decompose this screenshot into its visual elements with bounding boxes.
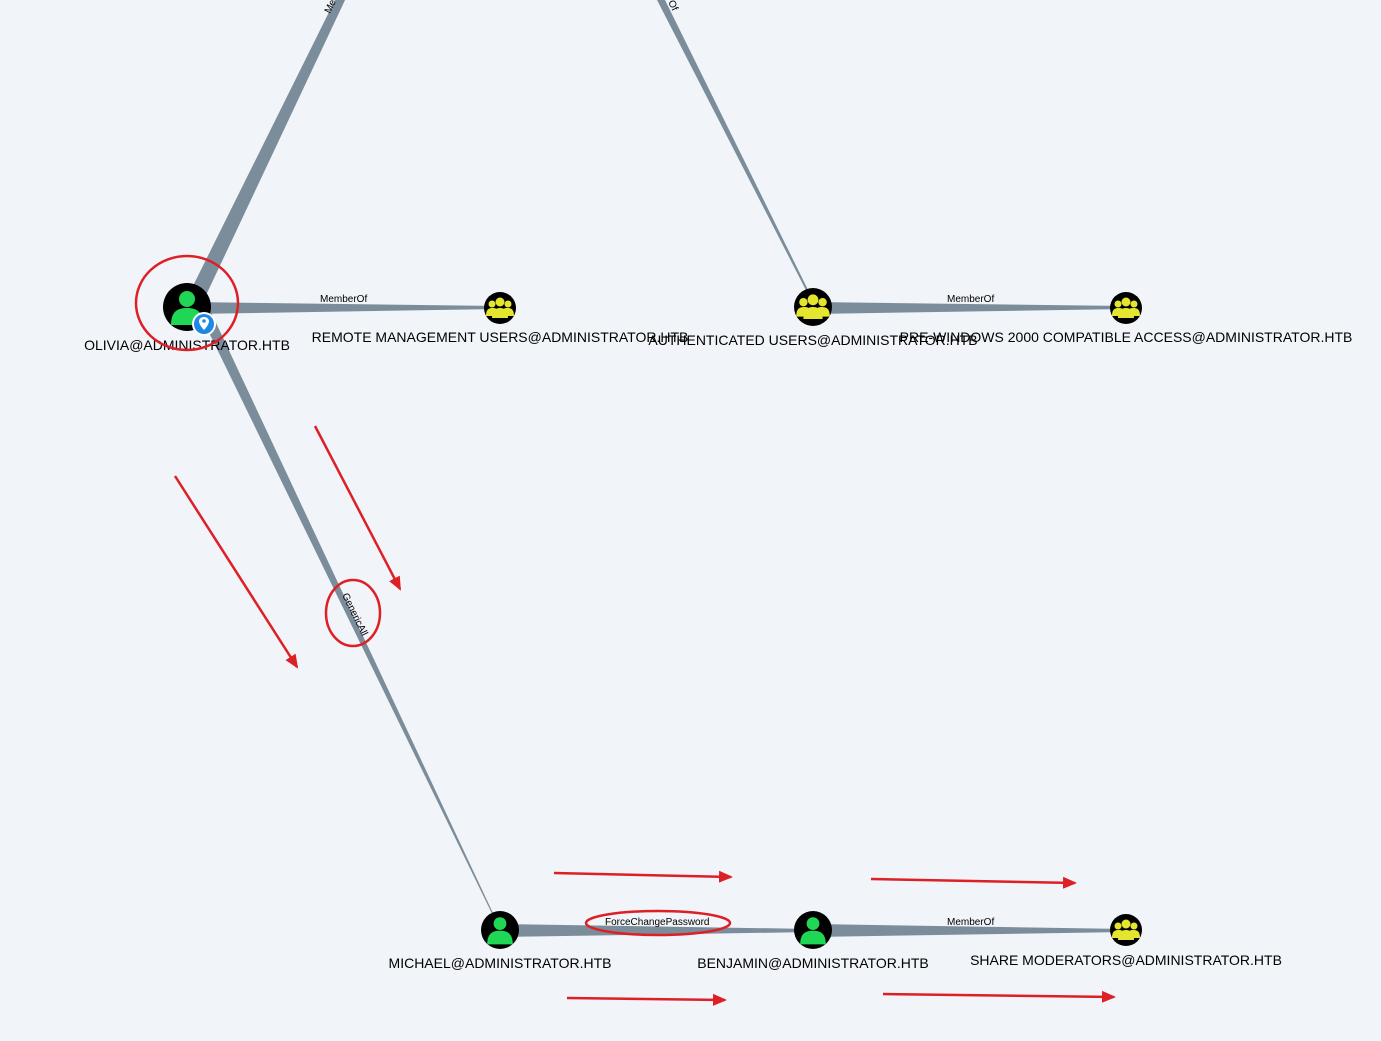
annotations <box>134 254 1116 1006</box>
annotation-circle-genericall <box>324 578 382 648</box>
annotation-arrow <box>566 993 727 1006</box>
edge-michael-benjamin-forcechangepassword[interactable] <box>500 924 813 937</box>
node-remote-management-users[interactable] <box>484 292 516 324</box>
annotation-arrow <box>173 475 299 669</box>
annotation-circle-olivia <box>134 254 240 352</box>
edge-olivia-upward[interactable] <box>182 0 346 308</box>
node-label-remote-management-users: REMOTE MANAGEMENT USERS@ADMINISTRATOR.HT… <box>312 329 689 345</box>
user-icon <box>487 917 513 945</box>
edge-upward-to-authenticated-users[interactable] <box>656 0 813 300</box>
node-label-pre-windows-2000: PRE-WINDOWS 2000 COMPATIBLE ACCESS@ADMIN… <box>900 329 1353 345</box>
owned-location-pin-icon <box>192 312 216 336</box>
node-share-moderators[interactable] <box>1110 914 1142 946</box>
node-label-michael: MICHAEL@ADMINISTRATOR.HTB <box>389 955 612 971</box>
edge-label-memberof-1: MemberOf <box>320 294 367 305</box>
annotation-arrow <box>553 870 733 883</box>
edge-olivia-michael-genericall[interactable] <box>198 310 500 928</box>
group-icon <box>796 294 830 319</box>
node-benjamin[interactable] <box>794 911 832 949</box>
node-label-authenticated-users: AUTHENTICATED USERS@ADMINISTRATOR.HTB <box>648 332 977 348</box>
annotation-arrow <box>313 425 402 591</box>
annotation-circle-forcechangepassword <box>584 909 732 937</box>
edge-olivia-remote-management[interactable] <box>190 302 500 314</box>
node-authenticated-users[interactable] <box>794 288 832 326</box>
edge-label-forcechangepassword: ForceChangePassword <box>605 917 710 928</box>
node-label-share-moderators: SHARE MODERATORS@ADMINISTRATOR.HTB <box>970 952 1282 968</box>
annotation-arrow <box>882 990 1116 1003</box>
edge-authenticated-prewindows[interactable] <box>813 302 1126 314</box>
node-label-olivia: OLIVIA@ADMINISTRATOR.HTB <box>84 337 290 353</box>
edge-benjamin-share-moderators[interactable] <box>813 924 1126 937</box>
annotation-arrow <box>870 876 1077 889</box>
node-michael[interactable] <box>481 911 519 949</box>
edges: Me Of MemberOf MemberOf GenericAll Force… <box>182 0 1126 937</box>
node-olivia[interactable] <box>163 283 216 336</box>
nodes: OLIVIA@ADMINISTRATOR.HTB REMOTE MANAGEME… <box>84 283 1352 971</box>
edge-label-memberof-3: MemberOf <box>947 917 994 928</box>
group-icon <box>1112 297 1140 318</box>
node-pre-windows-2000[interactable] <box>1110 292 1142 324</box>
node-label-benjamin: BENJAMIN@ADMINISTRATOR.HTB <box>697 955 929 971</box>
group-icon <box>486 297 514 318</box>
group-icon <box>1112 919 1140 940</box>
user-icon <box>800 917 826 945</box>
edge-label-memberof-2: MemberOf <box>947 294 994 305</box>
